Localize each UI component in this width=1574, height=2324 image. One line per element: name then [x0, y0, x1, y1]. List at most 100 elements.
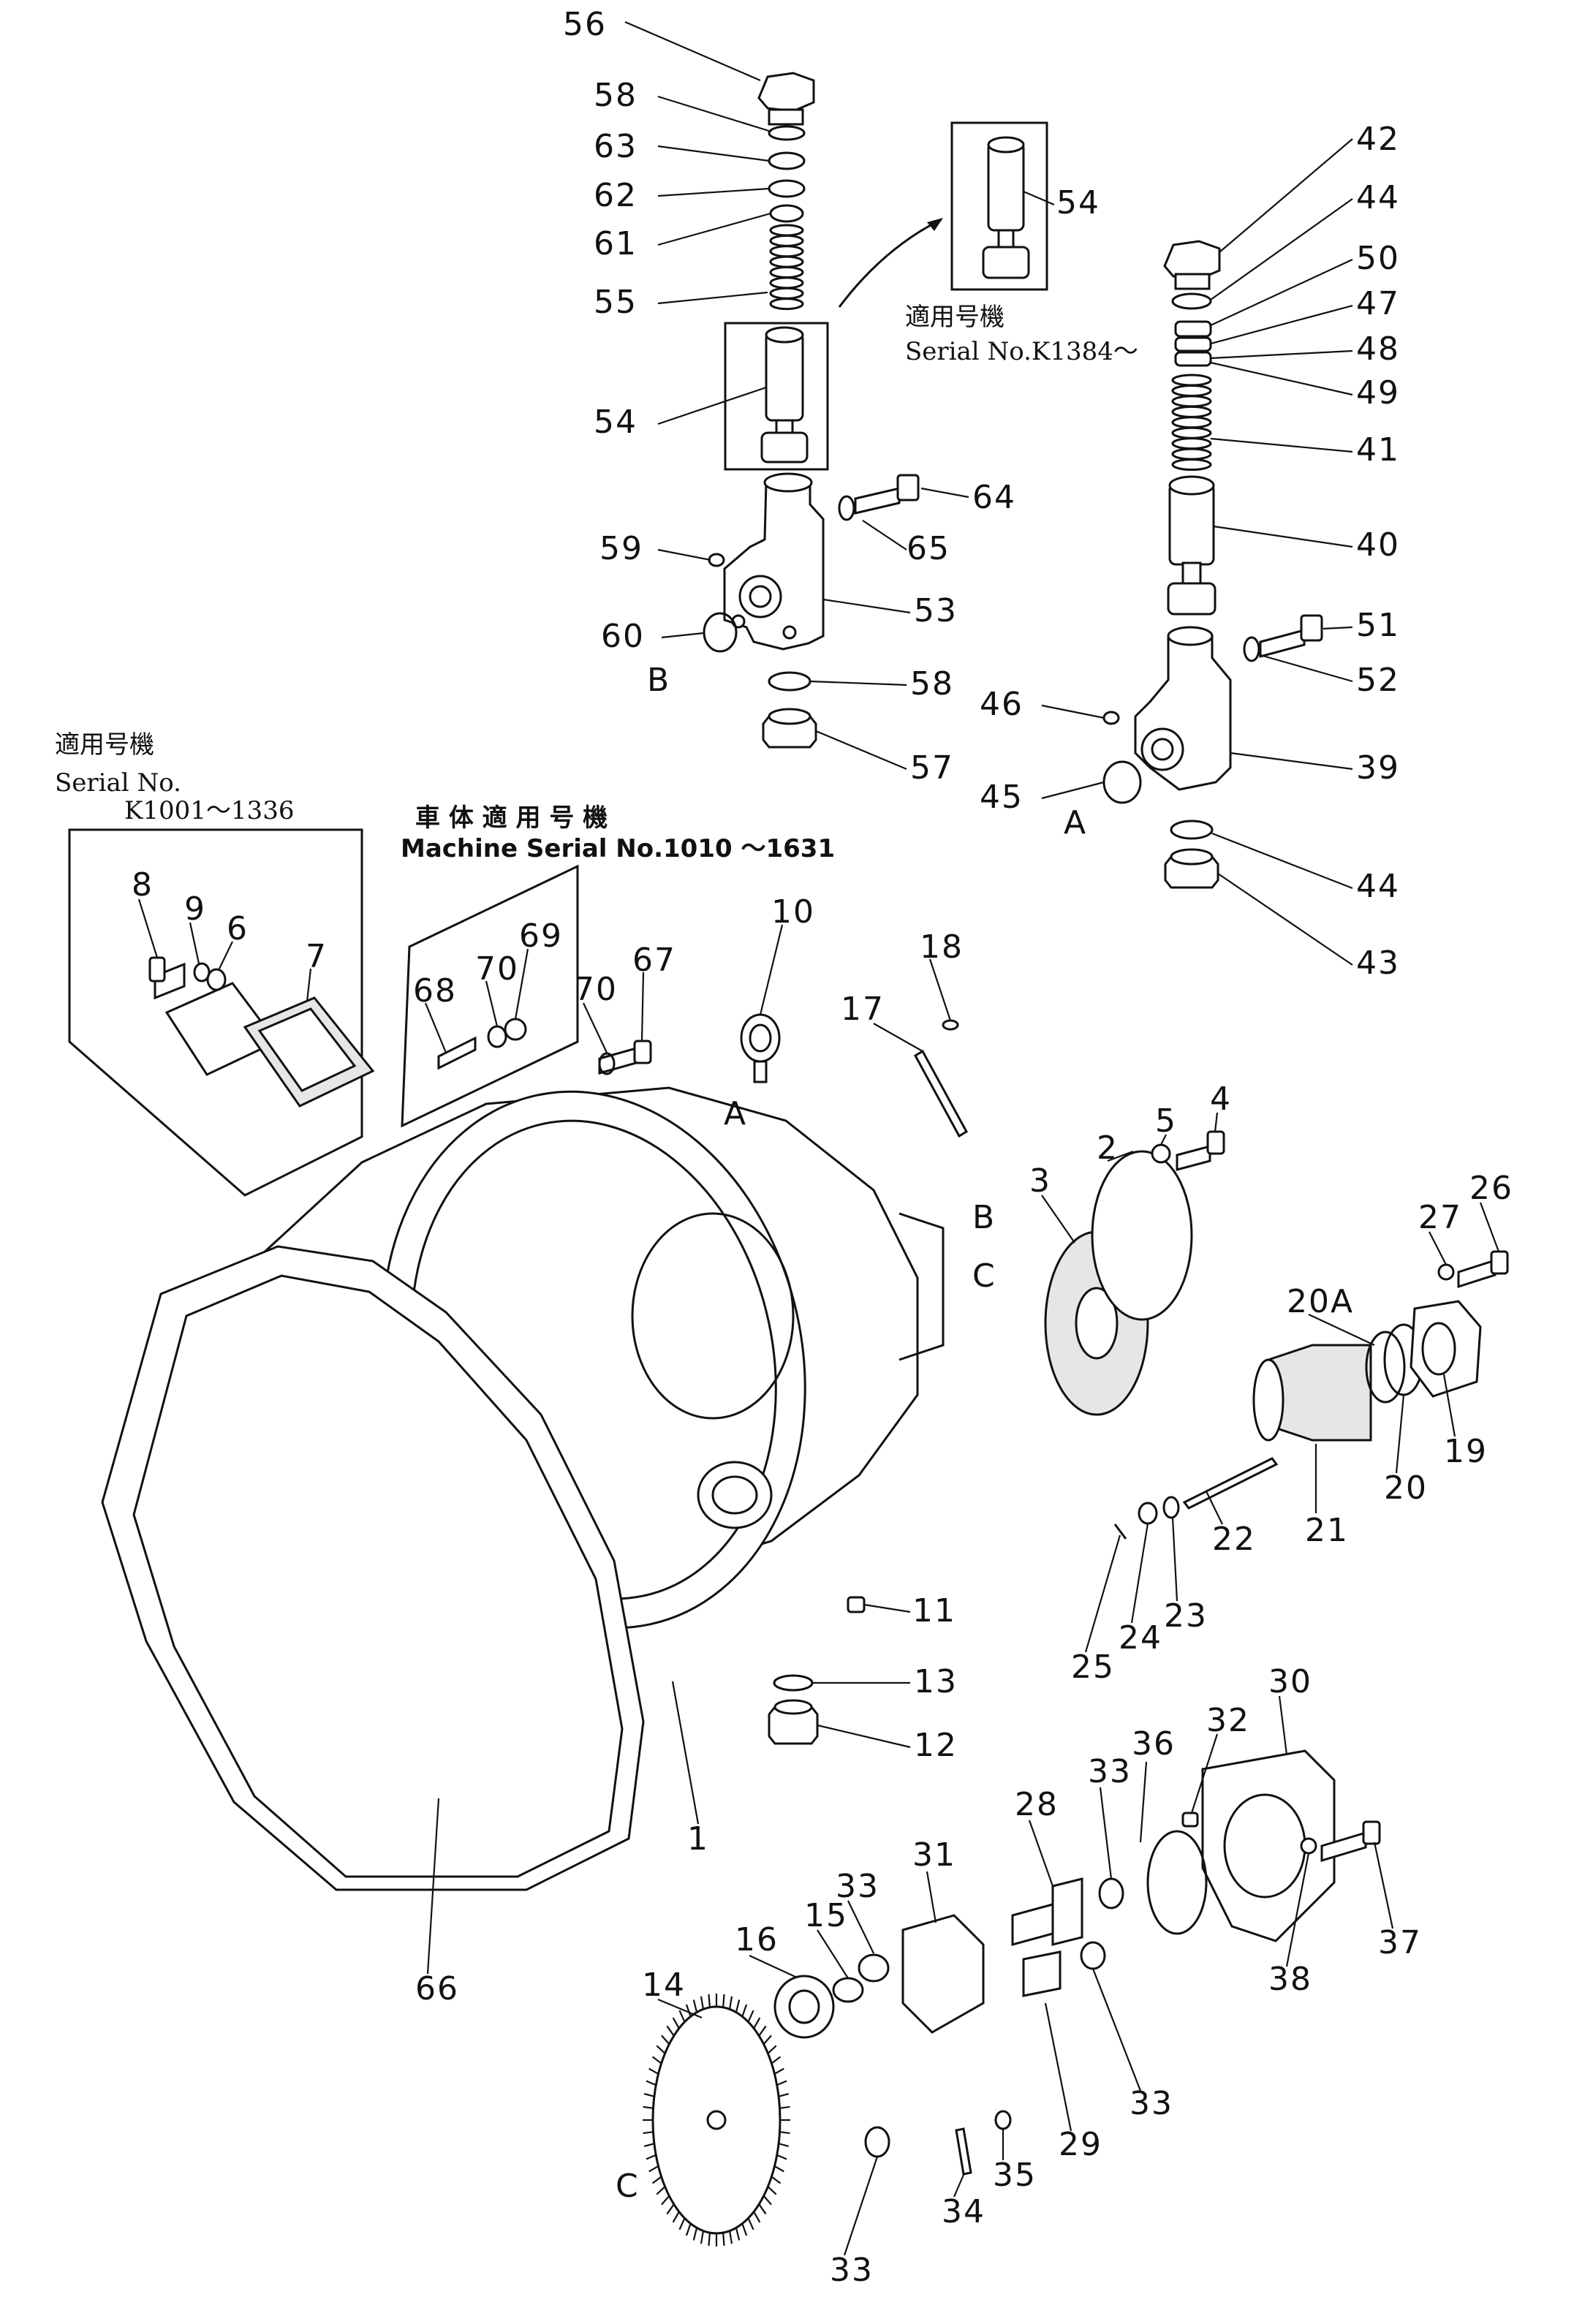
part-label-20A: 20A — [1287, 1283, 1354, 1320]
part-label-52: 52 — [1356, 662, 1400, 699]
part-label-33: 33 — [1130, 2085, 1173, 2122]
part-label-47: 47 — [1356, 285, 1400, 322]
part-label-21: 21 — [1305, 1512, 1349, 1549]
part-label-34: 34 — [942, 2193, 985, 2230]
inset-cover-plate — [68, 828, 375, 1197]
part-label-67: 67 — [632, 942, 676, 979]
note-left-serial: Serial No. — [55, 768, 181, 798]
part-label-27: 27 — [1418, 1199, 1462, 1236]
part-label-49: 49 — [1356, 374, 1400, 412]
part-label-44: 44 — [1356, 179, 1400, 216]
part-label-19: 19 — [1444, 1433, 1488, 1470]
part-label-10: 10 — [771, 893, 815, 931]
part-label-24: 24 — [1119, 1619, 1162, 1657]
part-label-58: 58 — [594, 77, 637, 114]
reference-letter-B: B — [972, 1199, 996, 1236]
part-label-20: 20 — [1384, 1469, 1428, 1507]
part-label-40: 40 — [1356, 526, 1400, 564]
note-mid-serial: Machine Serial No.1010 ～1631 — [401, 834, 835, 863]
part-label-1: 1 — [687, 1820, 709, 1858]
leader-lines — [137, 20, 1500, 2256]
part-label-51: 51 — [1356, 607, 1400, 644]
part-label-43: 43 — [1356, 945, 1400, 982]
part-label-29: 29 — [1059, 2126, 1102, 2163]
serial-notes: 適用号機 Serial No.K1384～ 適用号機 Serial No. K1… — [55, 303, 1138, 863]
reference-letter-B: B — [647, 662, 670, 699]
part-label-66: 66 — [415, 1970, 459, 2007]
part-label-53: 53 — [914, 592, 958, 629]
reference-letter-A: A — [1064, 804, 1087, 841]
valve-assembly-left — [703, 72, 920, 749]
part-label-6: 6 — [227, 910, 249, 947]
part-label-39: 39 — [1356, 749, 1400, 787]
reference-letter-C: C — [972, 1257, 996, 1295]
part-label-57: 57 — [910, 749, 954, 787]
part-label-26: 26 — [1469, 1170, 1513, 1207]
note-mid-jp: 車 体 適 用 号 機 — [415, 803, 608, 833]
part-label-14: 14 — [642, 1967, 686, 2004]
note-top-serial: Serial No.K1384～ — [905, 337, 1138, 366]
filter-assembly — [1113, 1250, 1509, 1540]
part-label-42: 42 — [1356, 121, 1400, 158]
part-label-35: 35 — [993, 2157, 1037, 2194]
part-label-30: 30 — [1268, 1663, 1312, 1700]
reference-letter-C: C — [616, 2168, 640, 2205]
part-label-46: 46 — [980, 686, 1024, 723]
inset-bolt-kit — [401, 864, 652, 1128]
part-label-58: 58 — [910, 665, 954, 703]
part-label-16: 16 — [735, 1921, 779, 1958]
part-label-70: 70 — [475, 950, 519, 988]
part-label-54: 54 — [1056, 184, 1100, 222]
note-top-jp: 適用号機 — [905, 303, 1004, 332]
part-label-25: 25 — [1071, 1649, 1115, 1686]
inset-part-54 — [838, 121, 1048, 308]
part-label-63: 63 — [594, 128, 637, 165]
part-label-12: 12 — [914, 1727, 958, 1764]
part-label-41: 41 — [1356, 431, 1400, 469]
part-label-33: 33 — [836, 1868, 879, 1905]
valve-assembly-right — [1102, 240, 1323, 889]
part-label-62: 62 — [594, 177, 637, 214]
part-label-23: 23 — [1164, 1597, 1208, 1635]
part-label-65: 65 — [907, 530, 950, 567]
part-label-56: 56 — [563, 6, 607, 43]
part-label-11: 11 — [912, 1592, 956, 1630]
part-label-9: 9 — [184, 890, 206, 928]
cover-plates — [1044, 1130, 1225, 1416]
part-label-28: 28 — [1015, 1786, 1059, 1823]
part-number-labels: 5658636261555459605464655358574244504748… — [132, 6, 1513, 2289]
part-label-37: 37 — [1378, 1924, 1422, 1961]
part-label-15: 15 — [804, 1897, 848, 1934]
part-label-7: 7 — [306, 938, 328, 975]
note-left-jp: 適用号機 — [55, 730, 154, 760]
part-label-44: 44 — [1356, 868, 1400, 905]
reference-letter-A: A — [724, 1095, 747, 1132]
part-label-32: 32 — [1206, 1702, 1250, 1739]
part-label-2: 2 — [1097, 1129, 1119, 1167]
part-label-64: 64 — [972, 479, 1016, 516]
part-label-36: 36 — [1132, 1725, 1176, 1763]
part-label-45: 45 — [980, 779, 1024, 816]
part-label-8: 8 — [132, 866, 154, 904]
note-left-range: K1001～1336 — [124, 796, 294, 825]
part-label-17: 17 — [841, 991, 885, 1028]
part-label-5: 5 — [1155, 1102, 1177, 1140]
part-label-61: 61 — [594, 225, 637, 262]
part-label-69: 69 — [519, 917, 563, 955]
part-label-13: 13 — [914, 1663, 958, 1700]
gear-14 — [643, 1994, 790, 2247]
part-label-50: 50 — [1356, 240, 1400, 277]
part-label-55: 55 — [594, 284, 637, 321]
part-label-68: 68 — [413, 972, 457, 1010]
part-label-4: 4 — [1210, 1080, 1232, 1118]
part-label-33: 33 — [1088, 1753, 1132, 1790]
gasket-66 — [101, 1245, 645, 1891]
part-label-3: 3 — [1029, 1162, 1051, 1200]
part-label-54: 54 — [594, 404, 637, 441]
part-label-48: 48 — [1356, 330, 1400, 368]
part-label-38: 38 — [1268, 1961, 1312, 1998]
part-label-22: 22 — [1212, 1521, 1256, 1558]
part-label-60: 60 — [601, 618, 645, 655]
